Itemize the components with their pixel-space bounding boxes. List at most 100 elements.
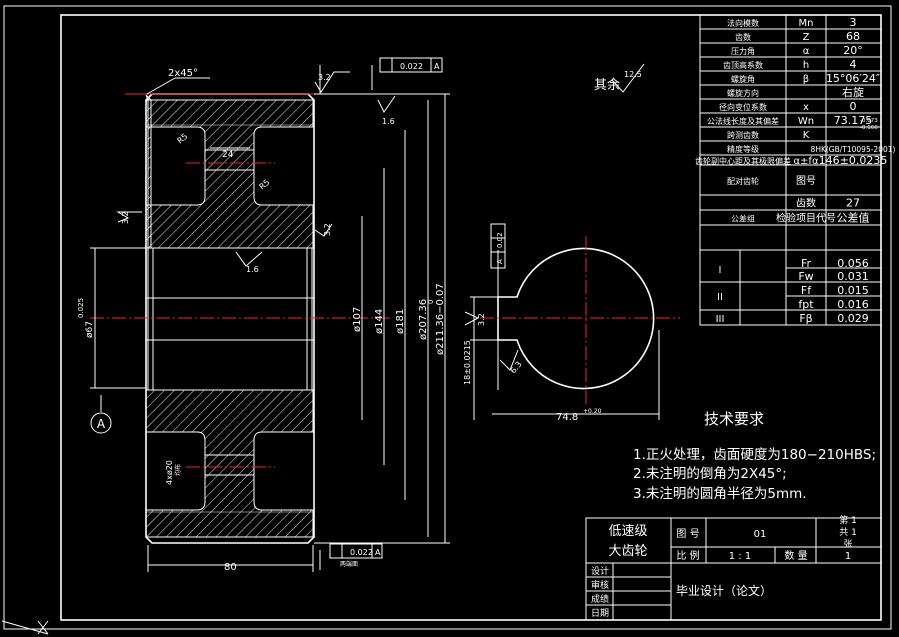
- param-value: 公差值: [837, 211, 870, 225]
- tolerance-value: 0.031: [837, 270, 869, 283]
- width-24: 24: [222, 150, 234, 160]
- param-label: 齿顶高系数: [723, 60, 763, 70]
- param-label: 径向变位系数: [719, 102, 767, 112]
- tech-req-line-3: 3.未注明的圆角半径为5mm.: [633, 486, 807, 502]
- hole-4x20: 4xø20: [165, 460, 174, 485]
- param-symbol: Wn: [798, 116, 814, 127]
- roughness-left: 3.2: [121, 211, 130, 224]
- param-value: 146±0.0235: [819, 154, 888, 167]
- key-depth: 74.8: [556, 412, 578, 423]
- tech-req-line-2: 2.未注明的倒角为2X45°;: [633, 466, 787, 482]
- param-symbol: h: [803, 60, 809, 71]
- drawing-no: 01: [754, 529, 767, 540]
- param-label: 螺旋角: [731, 74, 755, 84]
- datum-a-symbol: A: [97, 417, 106, 431]
- param-label: 齿轮副中心距及其极限偏差: [695, 156, 791, 166]
- hole-evenly-spaced: 均布: [174, 464, 182, 476]
- dia-107: ø107: [352, 307, 363, 332]
- param-symbol: K: [803, 130, 810, 141]
- qty-label: 数 量: [784, 549, 807, 562]
- grade-label: 成绩: [591, 593, 609, 605]
- key-roughness: 3.2: [477, 313, 486, 326]
- dia-181: ø181: [395, 309, 406, 334]
- tolerance-item: fpt: [798, 298, 814, 311]
- tolerance-item: Fw: [798, 270, 813, 283]
- param-symbol: α±fα: [793, 156, 818, 167]
- roughness-mid: 1.6: [246, 265, 259, 274]
- key-roughness-2: 6.3: [509, 360, 524, 376]
- tolerance-value: 0.015: [837, 284, 869, 297]
- scale-label: 比 例: [676, 549, 699, 562]
- param-label: 公差组: [731, 214, 755, 224]
- dia-67: ø67: [85, 321, 95, 338]
- dia-67-tol: 0.025: [77, 298, 85, 318]
- param-symbol: 图号: [796, 175, 816, 187]
- sheet-total: 共 1: [839, 527, 857, 538]
- wn-tol-upper: -0.073: [860, 118, 878, 124]
- param-value: 4: [850, 58, 857, 71]
- param-symbol: 齿数: [796, 197, 816, 210]
- dia-207: ø207.36: [418, 299, 429, 340]
- param-label: 配对齿轮: [727, 176, 759, 186]
- other-roughness-label: 其余: [594, 77, 620, 93]
- roughness-right: 3.2: [323, 223, 332, 236]
- sheet-no: 第 1: [839, 514, 857, 526]
- datum-ref-bottom: A: [375, 548, 381, 557]
- tech-req-line-1: 1.正火处理，齿面硬度为180−210HBS;: [633, 447, 877, 463]
- tech-requirements-heading: 技术要求: [704, 410, 765, 428]
- scale-value: 1 : 1: [729, 551, 751, 562]
- date-label: 日期: [591, 608, 609, 619]
- reviewer-label: 审核: [591, 579, 609, 591]
- param-value: 右旋: [842, 85, 864, 99]
- tolerance-item: Ff: [801, 284, 812, 297]
- param-symbol: Z: [803, 32, 810, 43]
- part-name-1: 低速级: [608, 524, 647, 539]
- tolerance-item: Fβ: [799, 312, 812, 325]
- keyway-side-view: [464, 223, 660, 420]
- other-roughness-value: 12.5: [624, 70, 642, 79]
- runout-tol-bottom: 0.022: [350, 548, 373, 557]
- param-value: 27: [846, 197, 860, 210]
- param-symbol: β: [803, 74, 809, 85]
- param-symbol: x: [803, 102, 809, 113]
- drawing-no-label: 图 号: [676, 528, 699, 540]
- datum-ref-top: A: [434, 62, 440, 71]
- key-datum: A: [496, 259, 504, 264]
- param-value: 68: [846, 30, 860, 43]
- front-dimensions: [90, 57, 645, 572]
- param-value: 0: [850, 100, 857, 113]
- key-sym-tol: 0.02: [496, 232, 504, 248]
- param-label: 精度等级: [727, 144, 759, 154]
- param-label: 螺旋方向: [727, 88, 759, 98]
- param-label: 齿数: [735, 32, 751, 42]
- fillet-r5-mid: R5: [258, 178, 272, 192]
- both-faces-note: 两端面: [340, 560, 358, 568]
- tolerance-value: 0.029: [837, 312, 869, 325]
- tolerance-item: Fr: [801, 257, 812, 270]
- param-symbol: 检验项目代号: [776, 212, 836, 225]
- key-width: 18±0.0215: [463, 340, 472, 385]
- param-value: 73.175: [834, 114, 873, 127]
- tolerance-group-1: I: [719, 265, 722, 276]
- param-symbol: α: [803, 46, 810, 57]
- ucs-axis-icon: [1, 620, 49, 635]
- title-block: [585, 517, 882, 621]
- param-label: 跨测齿数: [727, 130, 759, 140]
- project-title: 毕业设计（论文）: [676, 583, 772, 598]
- tolerance-value: 0.016: [837, 298, 869, 311]
- roughness-top: 3.2: [318, 73, 331, 82]
- gear-section-view: [145, 93, 315, 544]
- param-value: 8HK(GB/T10095-2001): [811, 145, 896, 154]
- qty-value: 1: [845, 551, 851, 562]
- param-value: 3: [850, 16, 857, 29]
- roughness-face: 1.6: [382, 117, 395, 126]
- param-symbol: Mn: [799, 18, 814, 29]
- param-label: 压力角: [731, 46, 755, 56]
- designer-label: 设计: [591, 565, 609, 577]
- chamfer-label: 2x45°: [168, 68, 198, 79]
- dia-144: ø144: [374, 309, 385, 334]
- tolerance-value: 0.056: [837, 257, 869, 270]
